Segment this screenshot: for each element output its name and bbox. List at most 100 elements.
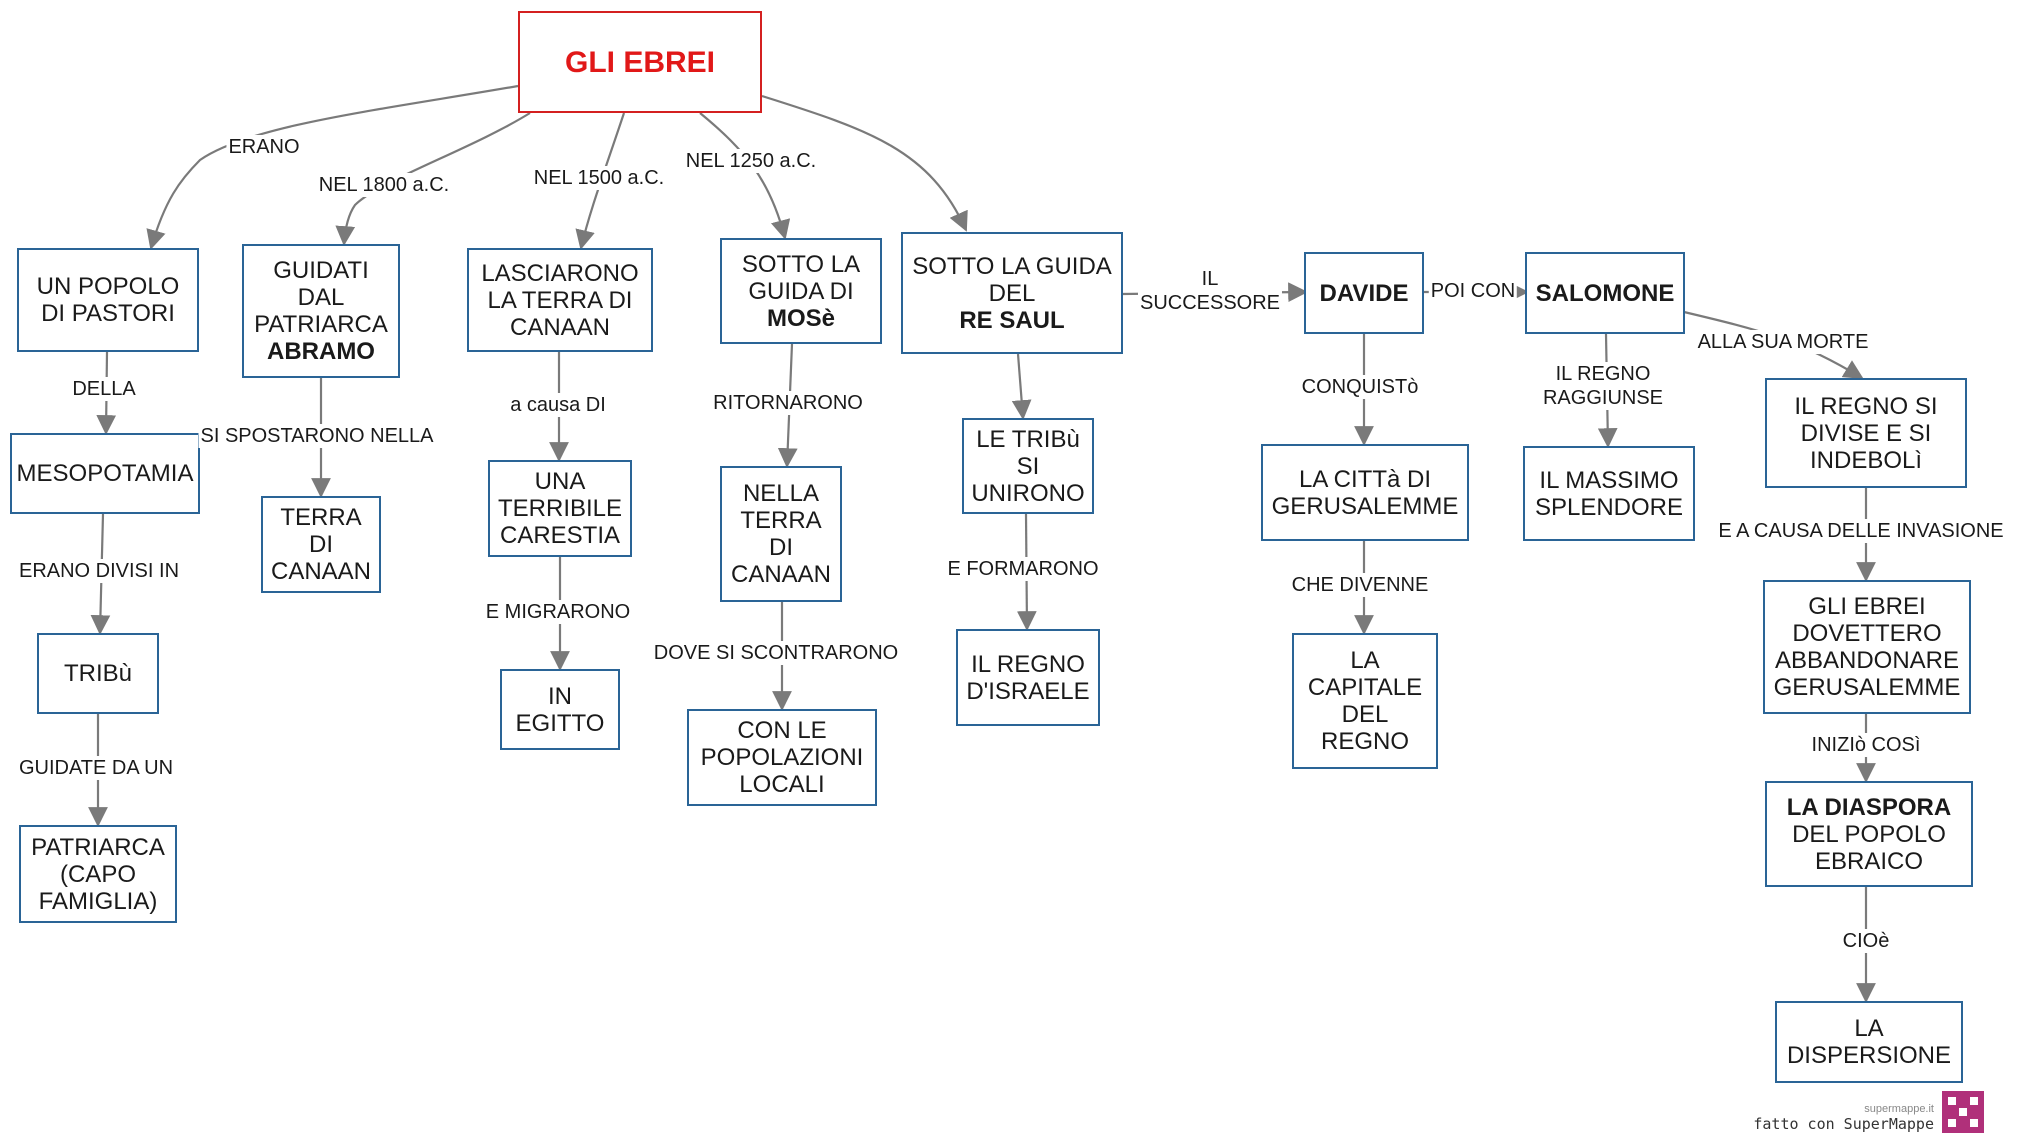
edge-root-popolo: [146, 84, 519, 250]
node-mesopotamia: MESOPOTAMIA: [10, 433, 200, 514]
node-text: PATRIARCA: [31, 833, 165, 861]
node-text: D'ISRAELE: [966, 677, 1090, 705]
edge-root-saul: [761, 94, 968, 232]
edge-label-guidate-da: GUIDATE DA UN: [16, 756, 176, 780]
node-text: CON LE: [737, 717, 827, 744]
edge-root-mose: [699, 112, 791, 240]
node-text: TERRIBILE: [497, 495, 623, 522]
node-text: CANAAN: [270, 558, 372, 585]
edge-label-erano: ERANO: [226, 135, 302, 159]
node-text: CAPITALE: [1307, 674, 1423, 701]
node-text: GERUSALEMME: [1271, 492, 1459, 520]
edge-label-scontrarono: DOVE SI SCONTRARONO: [651, 641, 901, 665]
node-text: GUIDA DI: [748, 277, 854, 305]
node-text: REGNO: [1320, 728, 1409, 755]
edge-label-invasione: E A CAUSA DELLE INVASIONE: [1716, 519, 2006, 543]
edge-label-text: RAGGIUNSE: [1542, 387, 1664, 409]
node-text: IN: [548, 682, 572, 710]
node-text: EGITTO: [515, 709, 605, 737]
node-text: CANAAN: [730, 561, 832, 588]
node-text: SPLENDORE: [1534, 493, 1684, 521]
edge-label-migrarono: E MIGRARONO: [483, 600, 633, 624]
node-text: DI: [309, 531, 333, 558]
node-text: DIVISE E SI: [1800, 419, 1932, 447]
node-text: INDEBOLì: [1809, 446, 1923, 474]
edge-label-successore: IL SUCCESSORE: [1137, 267, 1283, 315]
edge-saul-tribu: [1011, 353, 1032, 420]
node-text: UNA: [534, 468, 586, 495]
node-text: SOTTO LA GUIDA: [912, 252, 1112, 280]
edge-label-text: IL: [1201, 268, 1219, 290]
footer-made: fatto con SuperMappe: [1753, 1115, 1934, 1133]
node-text: DI PASTORI: [41, 300, 175, 327]
edge-label-divenne: CHE DIVENNE: [1289, 573, 1431, 597]
node-text: SOTTO LA: [741, 250, 861, 278]
node-text: UNIRONO: [971, 479, 1085, 507]
node-text: DI: [769, 534, 793, 561]
footer-site: supermappe.it: [1864, 1103, 1934, 1115]
node-text: IL MASSIMO: [1539, 466, 1679, 494]
node-text-bold: ABRAMO: [266, 338, 375, 365]
node-text: UN POPOLO: [36, 273, 180, 300]
node-text: TRIBù: [63, 660, 132, 687]
edge-label-nel1500: NEL 1500 a.C.: [531, 166, 667, 190]
edge-label-erano-divisi: ERANO DIVISI IN: [16, 559, 182, 583]
node-text: FAMIGLIA): [38, 887, 158, 915]
node-text: CARESTIA: [499, 522, 621, 549]
node-text: MESOPOTAMIA: [16, 460, 194, 487]
node-text: LASCIARONO: [481, 259, 639, 287]
edge-label-formarono: E FORMARONO: [945, 557, 1101, 581]
node-text: POPOLAZIONI: [700, 744, 864, 771]
node-text: DEL POPOLO: [1792, 820, 1946, 848]
node-text: NELLA: [742, 480, 820, 507]
node-text: LE TRIBù: [976, 425, 1080, 453]
edge-label-a-causa: a causa DI: [508, 393, 608, 417]
node-text: GLI EBREI: [1808, 593, 1926, 620]
node-text: IL REGNO: [971, 650, 1085, 678]
edge-label-inizio: INIZIò COSì: [1809, 733, 1923, 757]
logo-mark: [1948, 1097, 1978, 1127]
node-text: LA: [1854, 1015, 1884, 1042]
node-text: PATRIARCA: [254, 311, 388, 338]
root-node: GLI EBREI: [518, 11, 762, 113]
node-text: LOCALI: [739, 771, 825, 798]
node-text: LA CITTà DI: [1298, 465, 1432, 493]
node-text: DEL: [1341, 701, 1389, 728]
edge-label-ritornarono: RITORNARONO: [711, 391, 865, 415]
node-text: GUIDATI: [273, 257, 369, 284]
node-text-bold: DAVIDE: [1319, 279, 1409, 307]
node-salomone: SALOMONE: [1525, 252, 1685, 334]
footer-text: supermappe.it fatto con SuperMappe: [1753, 1103, 1934, 1133]
node-text-bold: MOSè: [766, 304, 835, 332]
node-text: LA: [1350, 647, 1380, 674]
node-text: GERUSALEMME: [1773, 674, 1961, 701]
edge-label-text: IL REGNO: [1555, 363, 1651, 385]
edge-label-cioe: CIOè: [1840, 929, 1892, 953]
node-text: DOVETTERO: [1792, 620, 1942, 647]
supermappe-logo-icon: [1942, 1091, 1984, 1133]
edge-label-nel1800: NEL 1800 a.C.: [316, 173, 452, 197]
node-text: TERRA: [280, 504, 362, 531]
node-text-bold: SALOMONE: [1535, 279, 1675, 307]
node-text: DAL: [297, 284, 345, 311]
node-text: DEL: [988, 279, 1036, 307]
node-tribu: TRIBù: [37, 633, 159, 714]
node-text: SI: [1016, 452, 1040, 480]
node-text: DISPERSIONE: [1786, 1042, 1952, 1069]
